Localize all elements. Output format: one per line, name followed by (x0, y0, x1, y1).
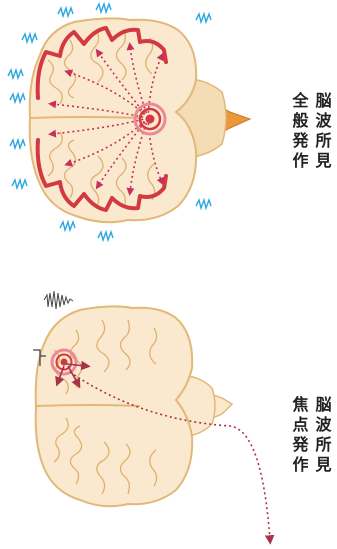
focal-brain (36, 306, 270, 540)
focal-label-line1: 焦点発作 (290, 395, 310, 476)
eeg-spike-wave-icon (8, 70, 23, 78)
generalized-brain (30, 18, 250, 222)
eeg-spike-wave-icon (196, 14, 211, 22)
eeg-spike-wave-icon (98, 232, 113, 240)
focal-label-line2: 脳波所見 (313, 396, 333, 476)
brain-outline-bottom (36, 306, 193, 506)
brain-outline-top (30, 18, 196, 222)
generalized-label: 全般発作 脳波所見 (290, 91, 333, 172)
focus-target-icon (52, 350, 76, 374)
eeg-trace (44, 291, 73, 309)
eeg-spike-wave-icon (10, 94, 25, 102)
eeg-spike-wave-icon (58, 8, 73, 16)
generalized-focus-icon (135, 104, 165, 134)
eeg-spike-wave-icon (196, 200, 211, 208)
generalized-label-line1: 全般発作 (290, 91, 310, 172)
eeg-spike-wave-icon (22, 34, 37, 42)
generalized-label-line2: 脳波所見 (313, 92, 333, 172)
eeg-spike-wave-icon (12, 180, 27, 188)
eeg-spike-wave-icon (60, 222, 75, 230)
focal-label: 焦点発作 脳波所見 (290, 395, 333, 476)
eeg-spike-wave-icon (10, 140, 25, 148)
eeg-spike-wave-icon (96, 4, 111, 12)
